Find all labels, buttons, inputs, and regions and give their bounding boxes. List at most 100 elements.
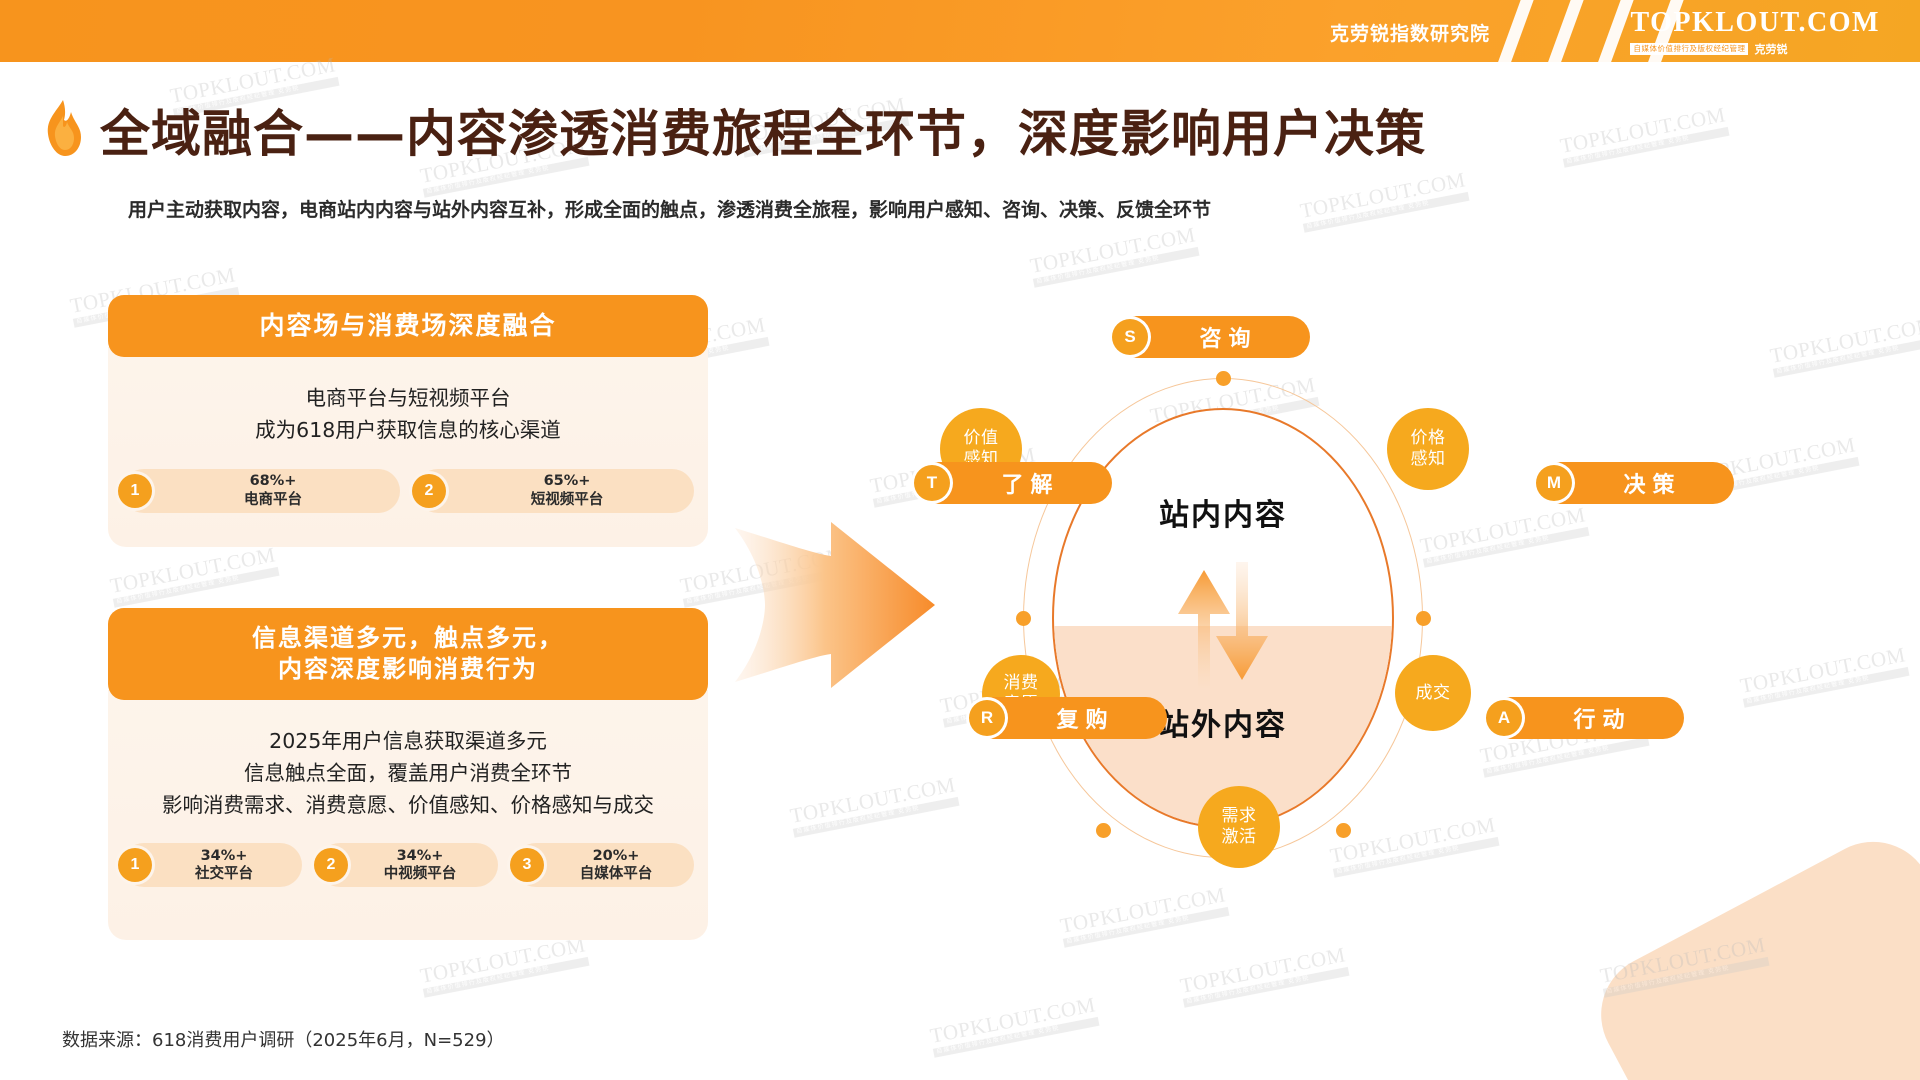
card-line: 信息触点全面，覆盖用户消费全环节 — [244, 760, 572, 785]
watermark-text: TOPKLOUT.COM — [1298, 167, 1468, 223]
flow-arrow-icon — [735, 522, 935, 688]
logo-wordmark: TOPKLOUT.COM — [1630, 7, 1880, 38]
satellite-transaction: 成交 — [1395, 655, 1471, 731]
watermark-text: TOPKLOUT.COM — [1738, 642, 1908, 698]
watermark-subtext: 自媒体价值排行及版权经纪管理 克劳锐 — [1032, 246, 1200, 288]
stat-value: 20%+ — [592, 848, 640, 865]
card-multi-channel-touchpoints: 信息渠道多元，触点多元， 内容深度影响消费行为 2025年用户信息获取渠道多元 … — [108, 608, 708, 940]
watermark-subtext: 自媒体价值排行及版权经纪管理 克劳锐 — [1562, 126, 1730, 168]
stage-badge: T — [914, 465, 950, 501]
stat-row: 1 34%+ 社交平台 2 34%+ 中视频平台 3 20 — [108, 843, 708, 907]
card-heading: 信息渠道多元，触点多元， 内容深度影响消费行为 — [108, 608, 708, 700]
stat-label: 自媒体平台 — [579, 866, 653, 883]
stat-index: 3 — [510, 848, 544, 883]
stat-label: 中视频平台 — [383, 866, 457, 883]
logo-chinese-name: 克劳锐 — [1754, 44, 1788, 56]
header-bar: 克劳锐指数研究院 TOPKLOUT.COM 自媒体价值排行及版权经纪管理 克劳锐 — [0, 0, 1920, 62]
watermark-subtext: 自媒体价值排行及版权经纪管理 克劳锐 — [422, 956, 590, 998]
center-label-inside: 站内内容 — [1159, 498, 1287, 533]
card-body: 电商平台与短视频平台 成为618用户获取信息的核心渠道 1 68%+ 电商平台 … — [108, 347, 708, 547]
flame-icon — [47, 100, 81, 156]
topklout-logo: TOPKLOUT.COM 自媒体价值排行及版权经纪管理 克劳锐 — [1630, 9, 1880, 57]
stat-item: 1 68%+ 电商平台 — [118, 468, 400, 513]
stage-label: 行动 — [1573, 708, 1632, 733]
watermark-subtext: 自媒体价值排行及版权经纪管理 克劳锐 — [112, 566, 280, 608]
card-heading: 内容场与消费场深度融合 — [108, 295, 708, 357]
watermark-text: TOPKLOUT.COM — [1768, 312, 1920, 368]
stat-index: 2 — [412, 473, 446, 508]
stat-text: 34%+ 社交平台 — [156, 847, 292, 883]
ring-dot — [1216, 371, 1231, 386]
header-brand: 克劳锐指数研究院 — [1329, 24, 1490, 45]
ring-dot — [1416, 611, 1431, 626]
stage-label: 复购 — [1056, 708, 1115, 733]
stat-index: 1 — [118, 848, 152, 883]
page-title: 全域融合——内容渗透消费旅程全环节，深度影响用户决策 — [100, 105, 1426, 163]
stat-row: 1 68%+ 电商平台 2 65%+ 短视频平台 — [108, 468, 708, 533]
header-slash-icon — [1540, 0, 1591, 62]
watermark-subtext: 自媒体价值排行及版权经纪管理 克劳锐 — [1302, 191, 1470, 233]
bidirectional-exchange-arrows-icon — [1178, 562, 1268, 688]
card-line: 电商平台与短视频平台 — [305, 386, 511, 410]
stage-pill-awareness[interactable]: T 了解 — [914, 462, 1112, 504]
stat-index: 2 — [314, 848, 348, 883]
stage-pill-consult[interactable]: S 咨询 — [1112, 316, 1310, 358]
watermark-text: TOPKLOUT.COM — [928, 992, 1098, 1048]
stage-badge: M — [1536, 465, 1572, 501]
watermark-text: TOPKLOUT.COM — [108, 542, 278, 598]
logo-tagline: 自媒体价值排行及版权经纪管理 — [1630, 43, 1749, 55]
watermark-text: TOPKLOUT.COM — [1028, 222, 1198, 278]
ring-dot — [1016, 611, 1031, 626]
stage-badge: S — [1112, 319, 1148, 355]
center-label-outside: 站外内容 — [1159, 708, 1287, 743]
stat-item: 2 34%+ 中视频平台 — [314, 843, 498, 888]
stage-pill-decision[interactable]: M 决策 — [1536, 462, 1734, 504]
watermark-subtext: 自媒体价值排行及版权经纪管理 克劳锐 — [1182, 966, 1350, 1008]
stat-value: 34%+ — [200, 848, 248, 865]
stat-value: 65%+ — [543, 473, 591, 490]
stat-label: 短视频平台 — [530, 491, 604, 508]
watermark-text: TOPKLOUT.COM — [1178, 942, 1348, 998]
watermark-text: TOPKLOUT.COM — [1558, 102, 1728, 158]
watermark-text: TOPKLOUT.COM — [418, 932, 588, 988]
card-body: 2025年用户信息获取渠道多元 信息触点全面，覆盖用户消费全环节 影响消费需求、… — [108, 690, 708, 940]
data-source-note: 数据来源：618消费用户调研（2025年6月，N=529） — [62, 1030, 505, 1051]
stat-item: 3 20%+ 自媒体平台 — [510, 843, 694, 888]
stage-label: 咨询 — [1199, 327, 1258, 352]
stat-value: 34%+ — [396, 848, 444, 865]
card-line: 成为618用户获取信息的核心渠道 — [255, 417, 561, 442]
ring-dot — [1336, 823, 1351, 838]
page-subtitle: 用户主动获取内容，电商站内内容与站外内容互补，形成全面的触点，渗透消费全旅程，影… — [128, 199, 1212, 221]
stat-item: 1 34%+ 社交平台 — [118, 843, 302, 888]
stat-label: 电商平台 — [244, 491, 302, 508]
watermark-subtext: 自媒体价值排行及版权经纪管理 克劳锐 — [1742, 666, 1910, 708]
stat-text: 65%+ 短视频平台 — [450, 472, 684, 508]
consumer-journey-diagram: 站内内容 站外内容 价值 感知 价格 感知 成交 — [880, 316, 1734, 930]
stat-text: 20%+ 自媒体平台 — [548, 847, 684, 883]
ring-dot — [1096, 823, 1111, 838]
card-line: 影响消费需求、消费意愿、价值感知、价格感知与成交 — [162, 792, 654, 817]
stage-badge: R — [969, 700, 1005, 736]
stage-pill-action[interactable]: A 行动 — [1486, 697, 1684, 739]
stat-index: 1 — [118, 473, 152, 508]
stat-label: 社交平台 — [195, 866, 253, 883]
stage-pill-repurchase[interactable]: R 复购 — [969, 697, 1167, 739]
card-content-consumption-fusion: 内容场与消费场深度融合 电商平台与短视频平台 成为618用户获取信息的核心渠道 … — [108, 295, 708, 547]
card-line: 2025年用户信息获取渠道多元 — [269, 729, 547, 753]
stage-label: 了解 — [1001, 473, 1060, 498]
stage-badge: A — [1486, 700, 1522, 736]
stat-text: 34%+ 中视频平台 — [352, 847, 488, 883]
stat-value: 68%+ — [249, 473, 297, 490]
watermark-subtext: 自媒体价值排行及版权经纪管理 克劳锐 — [1772, 336, 1920, 378]
header-slash-icon — [1490, 0, 1541, 62]
